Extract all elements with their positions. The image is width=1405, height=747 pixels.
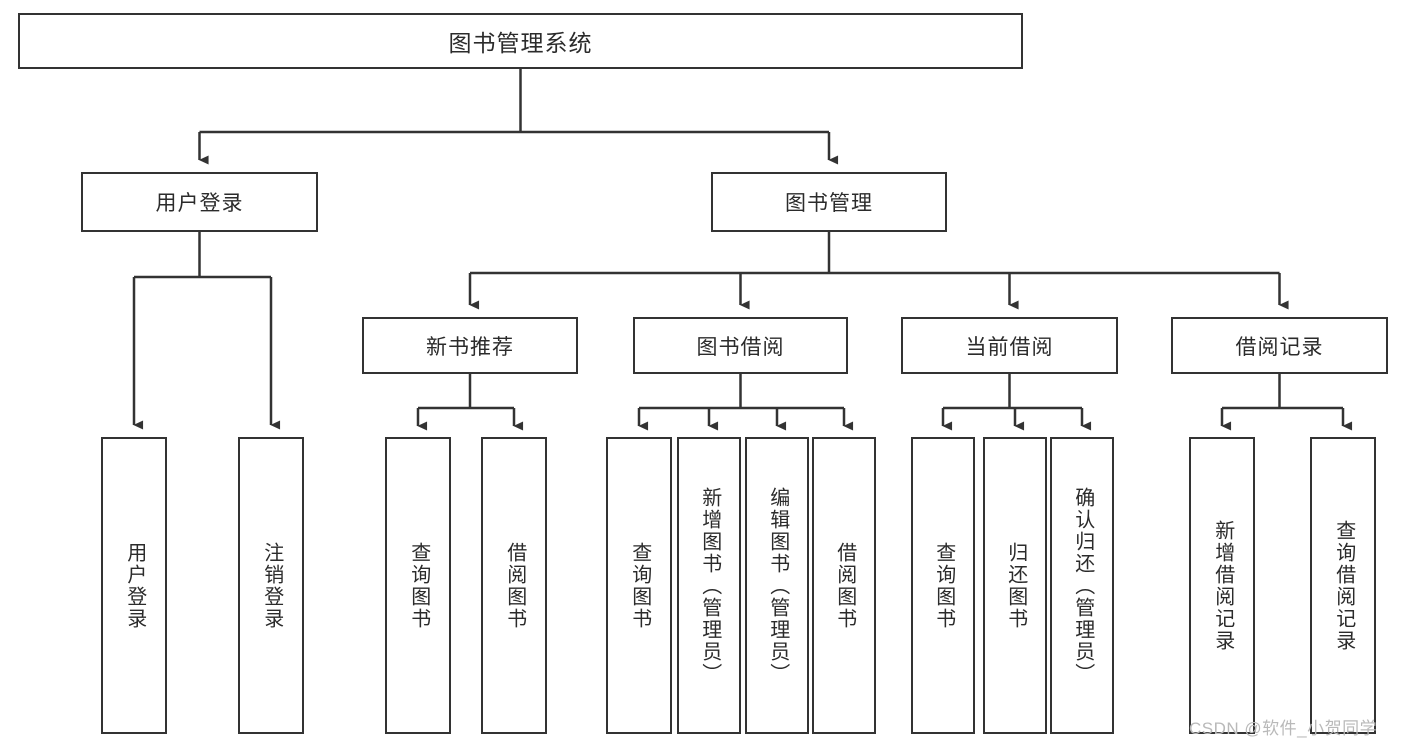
node-book-borrow[interactable]: 图书借阅 [633, 317, 848, 374]
node-leaf-borrow-book-2-label: 借阅图书 [833, 541, 856, 630]
node-leaf-query-book-1-label: 查询图书 [407, 541, 430, 630]
node-user-login[interactable]: 用户登录 [81, 172, 318, 232]
node-leaf-query-book-2[interactable]: 查询图书 [606, 437, 672, 734]
csdn-watermark: CSDN @软件_小贺同学 [1189, 719, 1378, 738]
node-book-borrow-label: 图书借阅 [696, 335, 785, 359]
node-leaf-confirm-return-label: 确认归还（管理员） [1071, 486, 1094, 685]
node-leaf-borrow-book-1-label: 借阅图书 [503, 541, 526, 630]
node-root[interactable]: 图书管理系统 [18, 13, 1023, 69]
node-leaf-query-book-1[interactable]: 查询图书 [385, 437, 451, 734]
node-leaf-user-login[interactable]: 用户登录 [101, 437, 167, 734]
node-current-borrow[interactable]: 当前借阅 [901, 317, 1118, 374]
node-leaf-edit-book-label: 编辑图书（管理员） [766, 486, 789, 685]
node-current-borrow-label: 当前借阅 [965, 335, 1054, 359]
node-new-book-rec[interactable]: 新书推荐 [362, 317, 578, 374]
node-leaf-query-record-label: 查询借阅记录 [1332, 519, 1355, 652]
node-leaf-query-book-3-label: 查询图书 [932, 541, 955, 630]
node-leaf-return-book-label: 归还图书 [1004, 541, 1027, 630]
node-leaf-user-logout[interactable]: 注销登录 [238, 437, 304, 734]
node-leaf-edit-book[interactable]: 编辑图书（管理员） [745, 437, 809, 734]
node-leaf-query-book-3[interactable]: 查询图书 [911, 437, 975, 734]
node-borrow-record[interactable]: 借阅记录 [1171, 317, 1388, 374]
node-leaf-return-book[interactable]: 归还图书 [983, 437, 1047, 734]
node-leaf-query-record[interactable]: 查询借阅记录 [1310, 437, 1376, 734]
node-borrow-record-label: 借阅记录 [1235, 335, 1324, 359]
node-leaf-add-book-label: 新增图书（管理员） [698, 486, 721, 685]
node-leaf-user-login-label: 用户登录 [123, 541, 146, 630]
node-leaf-confirm-return[interactable]: 确认归还（管理员） [1050, 437, 1114, 734]
node-leaf-user-logout-label: 注销登录 [260, 541, 283, 630]
node-leaf-borrow-book-1[interactable]: 借阅图书 [481, 437, 547, 734]
node-leaf-add-record-label: 新增借阅记录 [1211, 519, 1234, 652]
node-user-login-label: 用户登录 [155, 192, 244, 215]
node-leaf-borrow-book-2[interactable]: 借阅图书 [812, 437, 876, 734]
node-book-manage[interactable]: 图书管理 [711, 172, 947, 232]
node-leaf-add-record[interactable]: 新增借阅记录 [1189, 437, 1255, 734]
node-root-label: 图书管理系统 [448, 30, 593, 56]
node-leaf-add-book[interactable]: 新增图书（管理员） [677, 437, 741, 734]
node-book-manage-label: 图书管理 [785, 192, 873, 215]
node-leaf-query-book-2-label: 查询图书 [628, 541, 651, 630]
node-new-book-rec-label: 新书推荐 [426, 335, 514, 359]
